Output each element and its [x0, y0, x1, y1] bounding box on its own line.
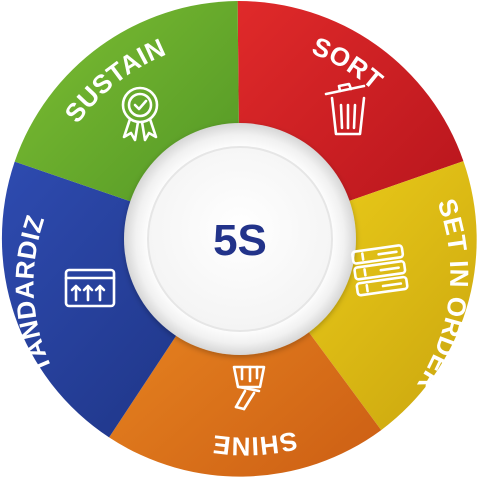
file-binders-icon [351, 244, 409, 297]
label-shine-text: SHINE [211, 425, 300, 461]
segment-shine [109, 239, 382, 477]
standard-board-icon [64, 268, 116, 308]
label-shine: SHINE [211, 425, 300, 461]
trash-can-icon [324, 82, 366, 136]
award-ribbon-icon [121, 86, 159, 142]
center-title: 5S [213, 216, 267, 265]
hub-inner [147, 146, 333, 332]
paint-brush-icon [232, 365, 266, 411]
